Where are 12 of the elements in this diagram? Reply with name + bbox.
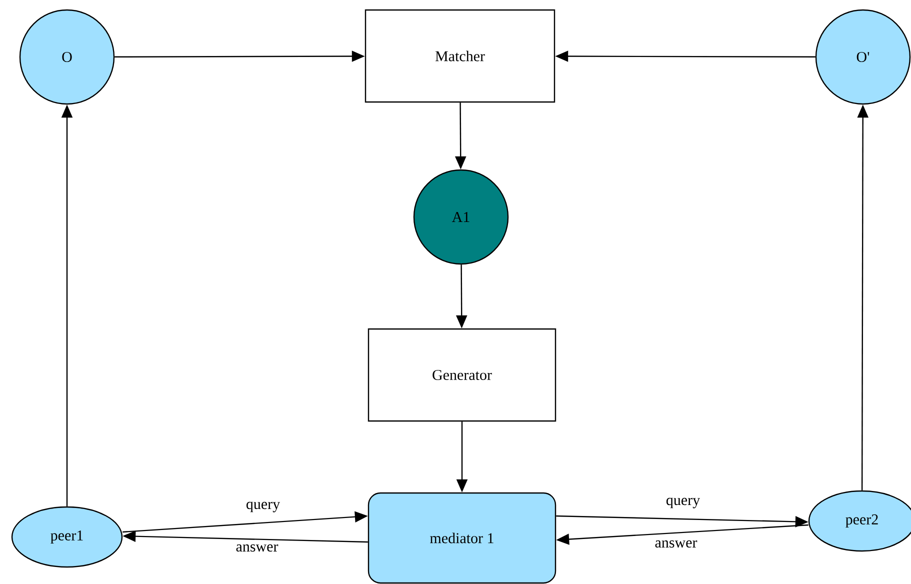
circle-node: A1 <box>413 169 509 265</box>
process-box: Matcher <box>364 9 556 103</box>
circle-node: O' <box>815 9 911 105</box>
edge-label: query <box>664 496 702 510</box>
rounded-box: mediator 1 <box>368 492 556 584</box>
process-box: Generator <box>368 328 556 422</box>
circle-node: O <box>19 9 115 105</box>
ellipse-node: peer2 <box>808 490 911 552</box>
ellipse-node: peer1 <box>11 506 123 568</box>
edge-label: answer <box>654 539 698 549</box>
edge-label: query <box>244 500 282 514</box>
edge-label: answer <box>234 543 280 553</box>
